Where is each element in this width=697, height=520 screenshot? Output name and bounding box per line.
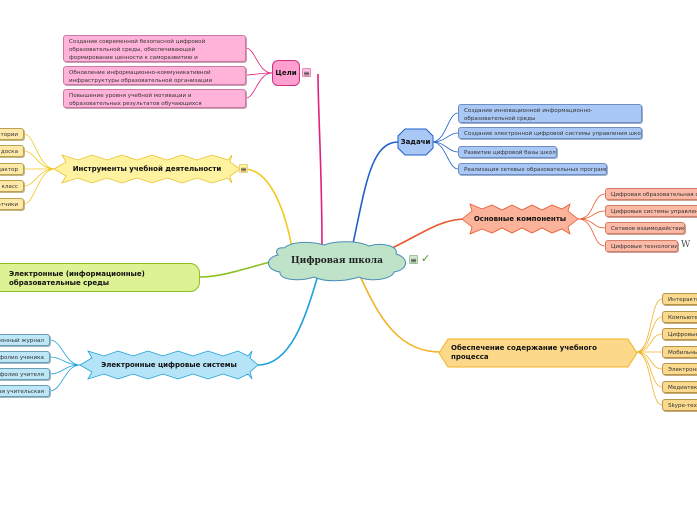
- content-item[interactable]: Электронн...: [662, 363, 697, 375]
- content-item[interactable]: Цифровые...: [662, 328, 697, 340]
- tools-item[interactable]: ...атории: [0, 128, 24, 140]
- goals-label: Цели: [275, 69, 297, 77]
- wikipedia-icon[interactable]: W: [681, 240, 691, 250]
- center-node-shape: [268, 241, 406, 282]
- components-node-shape: [461, 203, 579, 235]
- systems-item[interactable]: ...ная учительская: [0, 385, 50, 397]
- environments-label: Электронные (информационные) образовател…: [9, 270, 145, 287]
- goals-item[interactable]: Повышение уровня учебной мотивации и обр…: [63, 89, 246, 108]
- goals-node[interactable]: Цели: [272, 60, 300, 86]
- components-item[interactable]: Цифровые системы управления: [605, 205, 697, 217]
- goals-item[interactable]: Обновление информационно-коммуникативной…: [63, 66, 246, 85]
- tasks-node-shape: [397, 128, 434, 156]
- content-item[interactable]: Skype-тех...: [662, 399, 697, 411]
- components-item[interactable]: Сетевое взаимодействие: [605, 222, 685, 234]
- tools-item[interactable]: ...я доска: [0, 145, 24, 157]
- goals-notes-icon[interactable]: ≡: [302, 68, 311, 78]
- tasks-item[interactable]: Создание инновационной информационно-обр…: [458, 104, 642, 123]
- tools-label[interactable]: Инструменты учебной деятельности: [72, 165, 222, 173]
- components-label[interactable]: Основные компоненты: [473, 215, 567, 223]
- tools-notes-icon[interactable]: ≡: [239, 164, 248, 174]
- tasks-item[interactable]: Реализация сетевых образовательных прогр…: [458, 163, 607, 175]
- tools-item[interactable]: ...датчики: [0, 198, 24, 210]
- notes-icon[interactable]: ≡: [409, 255, 418, 265]
- systems-item[interactable]: ...тронный журнал: [0, 334, 50, 346]
- tasks-item[interactable]: Создание электронной цифровой системы уп…: [458, 127, 642, 139]
- systems-item[interactable]: ...тфолио учителя: [0, 368, 50, 380]
- systems-node-shape: [79, 350, 259, 380]
- content-item[interactable]: Интеракти...: [662, 293, 697, 305]
- content-node-shape: [438, 338, 638, 368]
- link-icon[interactable]: ✓: [421, 252, 431, 265]
- systems-label[interactable]: Электронные цифровые системы: [101, 361, 237, 369]
- components-item[interactable]: Цифровые технологии: [605, 240, 678, 252]
- content-item[interactable]: Мобильны...: [662, 346, 697, 358]
- content-label[interactable]: Обеспечение содержание учебного процесса: [451, 344, 597, 361]
- content-item[interactable]: Компьютер...: [662, 311, 697, 323]
- content-item[interactable]: Медиатека...: [662, 381, 697, 393]
- components-item[interactable]: Цифровая образовательная среда: [605, 188, 697, 200]
- systems-item[interactable]: ...тфолио ученика: [0, 351, 50, 363]
- tasks-item[interactable]: Развитие цифровой базы школ: [458, 146, 557, 158]
- environments-node[interactable]: Электронные (информационные) образовател…: [0, 263, 200, 292]
- tools-item[interactable]: ...й класс: [0, 180, 24, 192]
- tasks-label[interactable]: Задачи: [400, 138, 431, 146]
- goals-item[interactable]: Создание современной безопасной цифровой…: [63, 35, 246, 62]
- center-node[interactable]: Цифровая школа: [290, 256, 383, 266]
- tools-item[interactable]: ...дактор: [0, 163, 24, 175]
